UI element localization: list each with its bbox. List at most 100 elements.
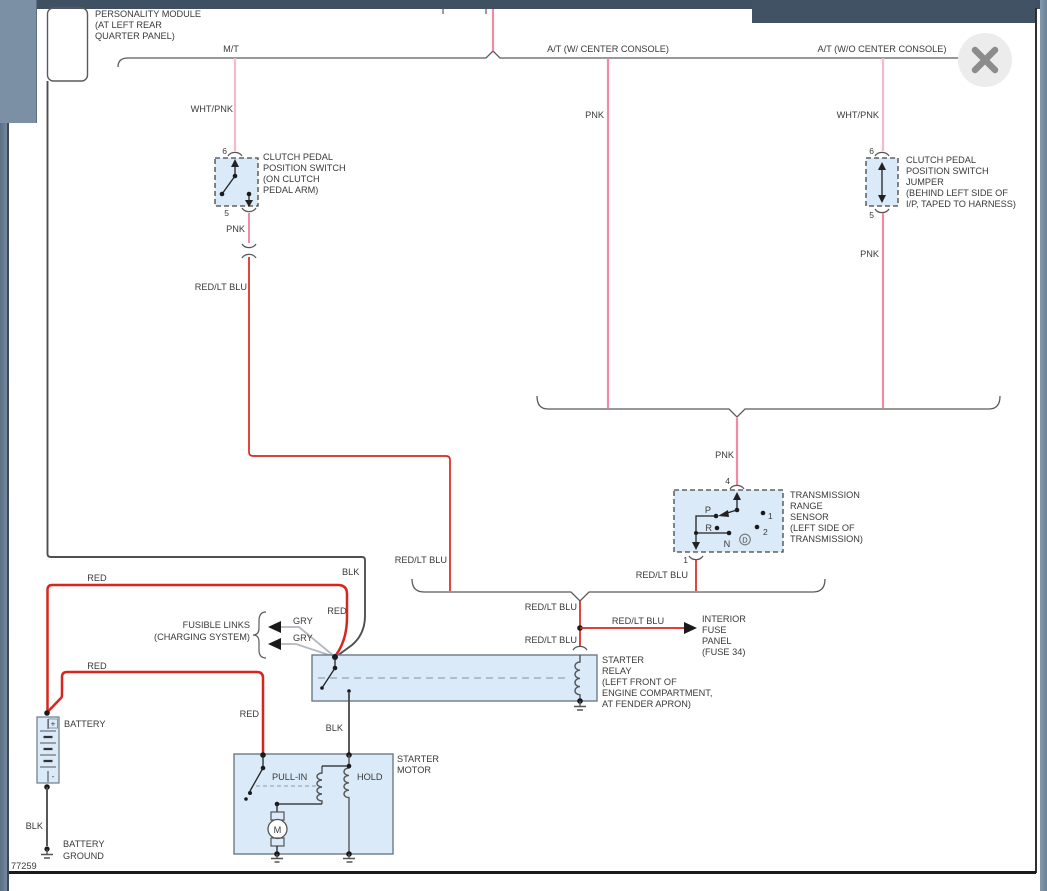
pull-in-label: PULL-IN xyxy=(272,772,307,782)
trs-position-r: R xyxy=(705,523,712,533)
battery-plus: + xyxy=(51,719,56,729)
pin-5: 5 xyxy=(869,210,874,220)
close-icon xyxy=(971,46,999,74)
battery-feed-wires: RED RED RED RED xyxy=(46,573,349,753)
battery: + - BATTERY BLK BATTERY GROUND xyxy=(26,710,106,861)
diagram-frame-right-border xyxy=(1035,8,1037,873)
wire-label-red: RED xyxy=(327,606,347,616)
diagram-frame-bottom-border xyxy=(9,871,1036,874)
relay-to-starter-wire: BLK xyxy=(326,692,350,754)
starter-motor-label: MOTOR xyxy=(397,765,431,775)
trs-label: TRANSMISSION xyxy=(790,490,860,500)
page-top-bar xyxy=(0,0,1047,9)
wire-label-gry: GRY xyxy=(293,633,313,643)
wire-label-red-lt-blu: RED/LT BLU xyxy=(195,282,247,292)
wire-label-red: RED xyxy=(87,661,107,671)
trs-position-p: P xyxy=(705,505,711,515)
starter-motor: STARTER MOTOR PULL-IN HOLD M xyxy=(233,752,439,863)
pin-4: 4 xyxy=(725,476,730,486)
pin-1: 1 xyxy=(683,555,688,565)
starter-relay-label: ENGINE COMPARTMENT, xyxy=(602,688,712,698)
trs-position-n: N xyxy=(724,539,731,549)
starter-relay-label: STARTER xyxy=(602,655,644,665)
trs-label: SENSOR xyxy=(790,512,829,522)
starter-motor-label: STARTER xyxy=(397,754,439,764)
clutch-pedal-switch-jumper: WHT/PNK 6 5 CLUTCH PEDAL POSITION SWITCH… xyxy=(837,58,1016,408)
personality-module-label: QUARTER PANEL) xyxy=(95,31,175,41)
mt-branch-wire: WHT/PNK xyxy=(191,58,237,151)
battery-minus: - xyxy=(52,771,55,781)
pin-6: 6 xyxy=(222,146,227,156)
wire-label-pnk: PNK xyxy=(860,249,880,259)
transmission-range-sensor: 4 P R N D 1 2 TRANSMISSION xyxy=(636,476,863,591)
branch-label-at-console: A/T (W/ CENTER CONSOLE) xyxy=(547,44,669,54)
wire-label-blk: BLK xyxy=(326,723,344,733)
trs-position-d: D xyxy=(742,536,748,545)
personality-module: PERSONALITY MODULE (AT LEFT REAR QUARTER… xyxy=(46,7,487,82)
at-console-branch-wire: PNK xyxy=(585,58,610,408)
clutch-output-wire: PNK RED/LT BLU RED/LT BLU xyxy=(195,213,451,591)
wire-label-wht-pnk: WHT/PNK xyxy=(191,104,234,114)
battery-label: BATTERY xyxy=(64,719,106,729)
clutch-switch-label: CLUTCH PEDAL xyxy=(263,152,333,162)
trs-label: (LEFT SIDE OF xyxy=(790,523,855,533)
trs-contact-2: 2 xyxy=(763,527,768,537)
clutch-jumper-label: (BEHIND LEFT SIDE OF xyxy=(906,188,1008,198)
starter-relay-label: AT FENDER APRON) xyxy=(602,699,691,709)
personality-module-label: PERSONALITY MODULE xyxy=(95,9,201,19)
page-top-bar-right xyxy=(752,0,1036,23)
wiring-diagram-canvas: PERSONALITY MODULE (AT LEFT REAR QUARTER… xyxy=(11,7,1016,871)
trs-contact-1: 1 xyxy=(768,511,773,521)
wire-label-red: RED xyxy=(87,573,107,583)
page-right-edge xyxy=(1040,0,1047,891)
wire-label-red-lt-blu: RED/LT BLU xyxy=(636,570,688,580)
branch-brace-top: M/T A/T (W/ CENTER CONSOLE) A/T (W/O CEN… xyxy=(117,9,1001,68)
page-left-edge-top xyxy=(0,0,37,123)
wire-label-pnk: PNK xyxy=(585,110,605,120)
clutch-pedal-position-switch: 6 5 CLUTCH PEDAL POSITION SWITCH (ON CLU… xyxy=(214,146,346,218)
battery-ground-label: BATTERY xyxy=(63,839,105,849)
wire-label-blk: BLK xyxy=(26,821,44,831)
wire-label-pnk: PNK xyxy=(715,450,735,460)
start-signal-merge: RED/LT BLU RED/LT BLU RED/LT BLU INTERIO… xyxy=(411,578,826,657)
branch-label-mt: M/T xyxy=(223,44,239,54)
starter-relay-label: RELAY xyxy=(602,666,631,676)
motor-m-label: M xyxy=(274,825,282,835)
starter-relay-label: (LEFT FRONT OF xyxy=(602,677,677,687)
clutch-switch-label: PEDAL ARM) xyxy=(263,185,318,195)
trs-label: TRANSMISSION) xyxy=(790,534,863,544)
wire-label-gry: GRY xyxy=(293,616,313,626)
wire-label-red-lt-blu: RED/LT BLU xyxy=(395,555,447,565)
wire-label-wht-pnk: WHT/PNK xyxy=(837,110,880,120)
battery-ground-label: GROUND xyxy=(63,851,104,861)
page-left-edge xyxy=(0,0,9,891)
wire-label-red-lt-blu: RED/LT BLU xyxy=(525,635,577,645)
clutch-switch-label: (ON CLUTCH xyxy=(263,174,320,184)
interior-fuse-panel-label: (FUSE 34) xyxy=(702,647,745,657)
clutch-jumper-label: I/P, TAPED TO HARNESS) xyxy=(906,199,1016,209)
trs-label: RANGE xyxy=(790,501,823,511)
clutch-jumper-label: POSITION SWITCH xyxy=(906,166,989,176)
clutch-jumper-label: CLUTCH PEDAL xyxy=(906,155,976,165)
interior-fuse-panel-label: INTERIOR xyxy=(702,614,746,624)
clutch-switch-label: POSITION SWITCH xyxy=(263,163,346,173)
wire-label-red-lt-blu: RED/LT BLU xyxy=(612,616,664,626)
interior-fuse-panel-label: FUSE xyxy=(702,625,727,635)
starter-relay: STARTER RELAY (LEFT FRONT OF ENGINE COMP… xyxy=(311,654,712,711)
fusible-links: GRY GRY FUSIBLE LINKS (CHARGING SYSTEM) xyxy=(154,611,336,659)
pin-6: 6 xyxy=(869,146,874,156)
clutch-jumper-label: JUMPER xyxy=(906,177,944,187)
wire-label-red: RED xyxy=(240,709,260,719)
personality-module-ground-wire: BLK xyxy=(46,81,366,657)
fusible-links-label: (CHARGING SYSTEM) xyxy=(154,632,250,642)
fusible-links-label: FUSIBLE LINKS xyxy=(183,620,250,630)
branch-label-at-no-console: A/T (W/O CENTER CONSOLE) xyxy=(818,44,947,54)
close-button[interactable] xyxy=(958,33,1012,87)
wire-label-pnk: PNK xyxy=(226,224,246,234)
at-merge-brace: PNK xyxy=(536,395,1001,485)
pin-5: 5 xyxy=(224,208,229,218)
personality-module-label: (AT LEFT REAR xyxy=(95,20,162,30)
wire-label-blk: BLK xyxy=(342,567,360,577)
wire-label-red-lt-blu: RED/LT BLU xyxy=(525,602,577,612)
